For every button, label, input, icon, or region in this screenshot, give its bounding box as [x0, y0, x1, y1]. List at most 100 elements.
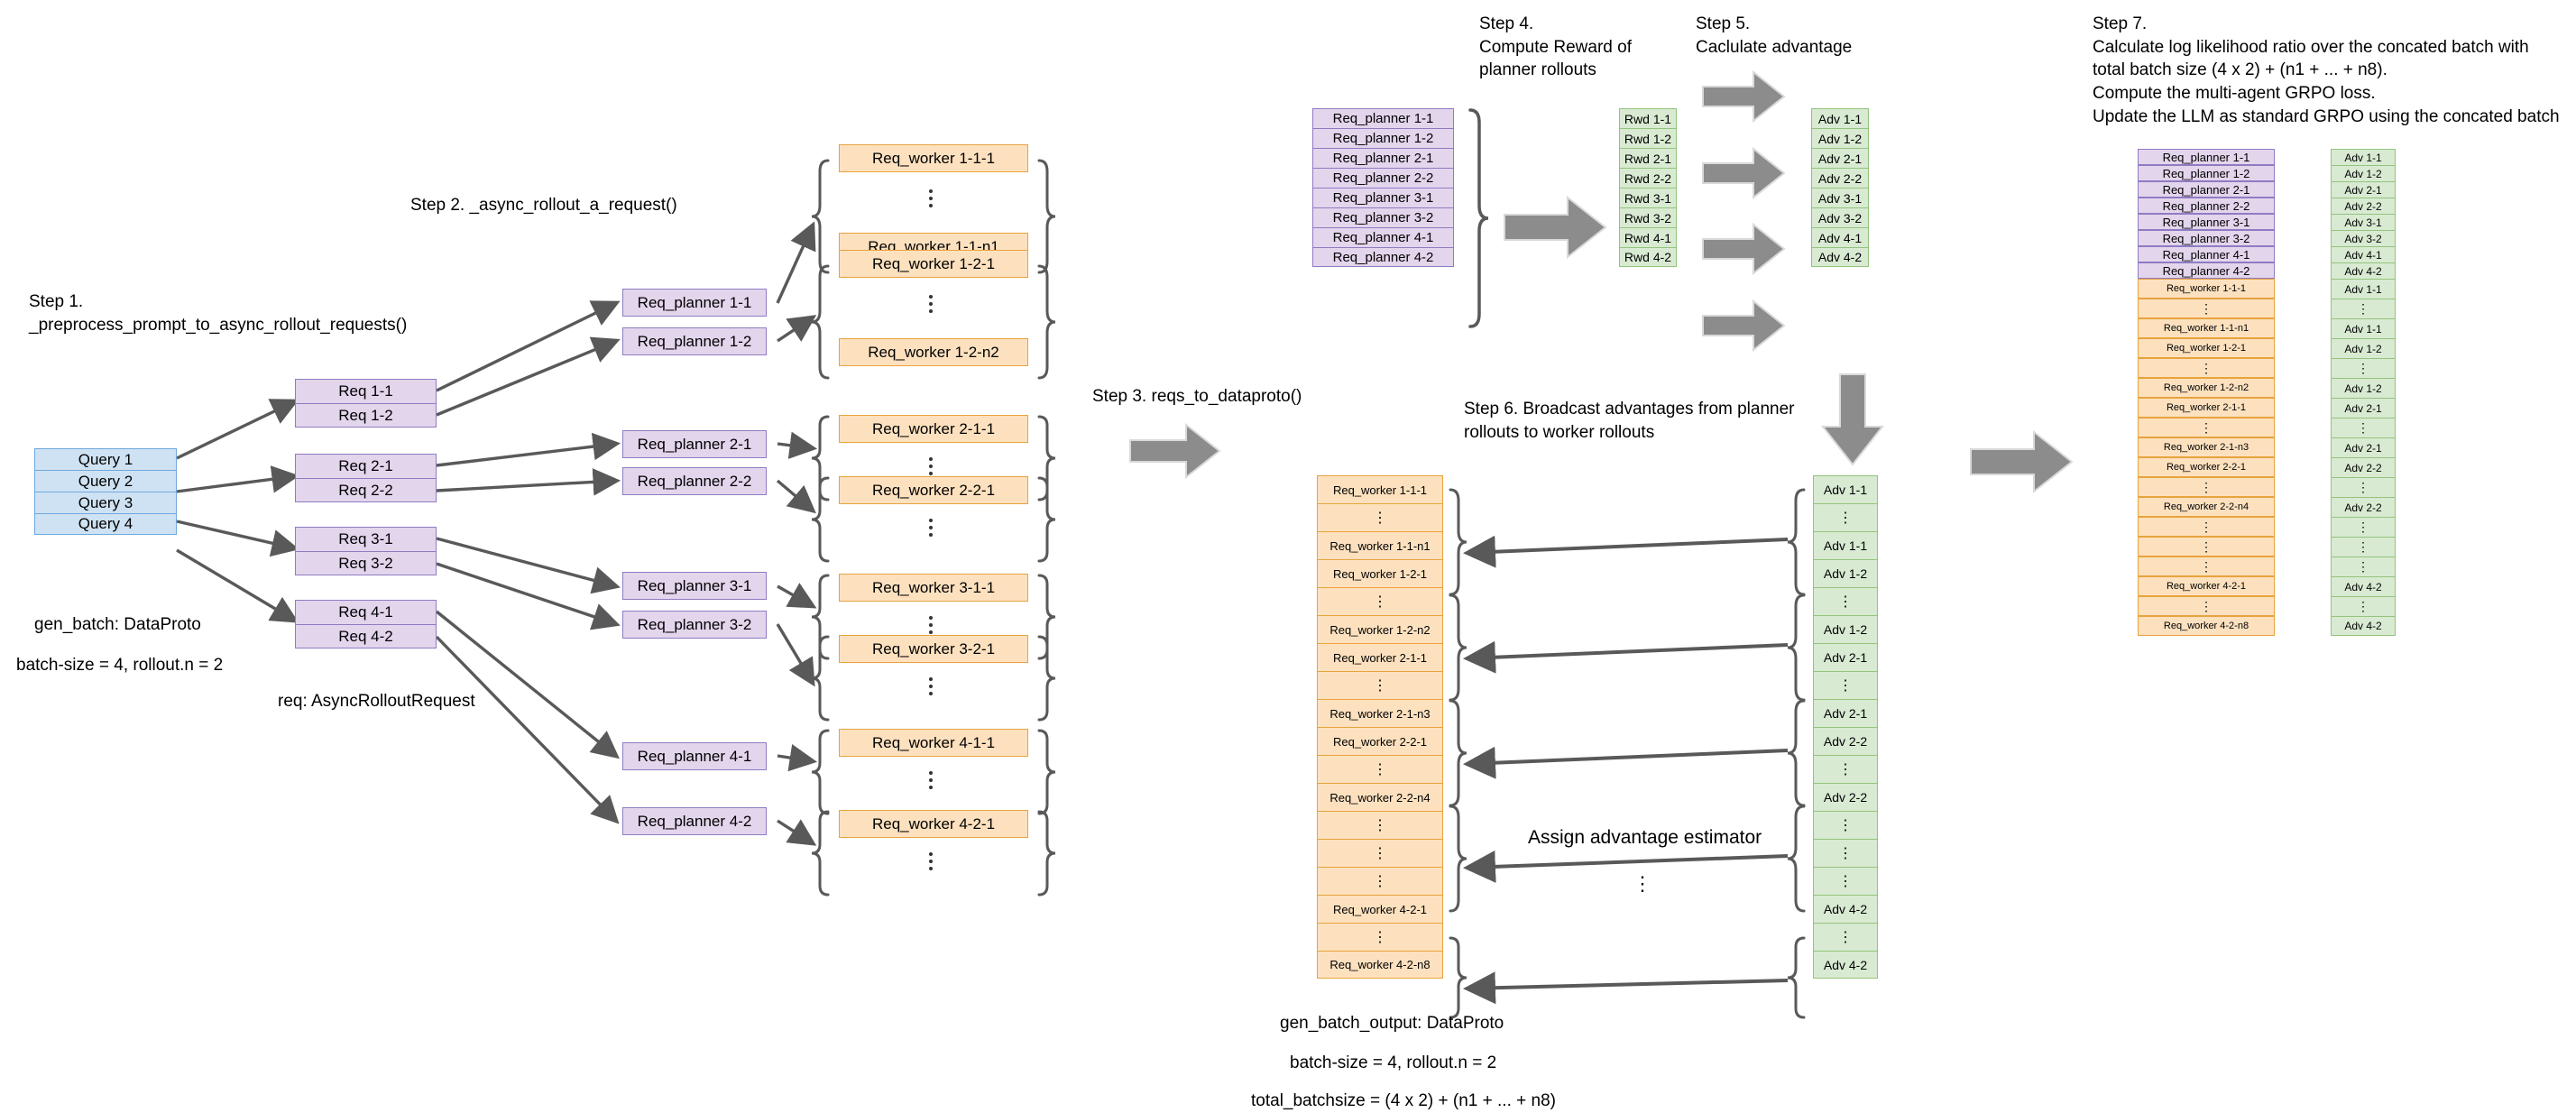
advantage-cell[interactable]: Adv 4-1 — [2331, 246, 2396, 262]
reward-cell[interactable]: Rwd 1-1 — [1619, 108, 1677, 128]
query-cell[interactable]: Query 2 — [34, 470, 177, 492]
worker-cell[interactable]: Req_worker 1-2-n2 — [2138, 378, 2275, 398]
reward-cell[interactable]: Rwd 4-1 — [1619, 227, 1677, 247]
advantage-cell[interactable]: Adv 3-2 — [1811, 207, 1869, 227]
advantage-cell[interactable]: Adv 4-2 — [1811, 247, 1869, 267]
worker-cell[interactable]: Req_worker 1-2-1 — [1317, 559, 1443, 587]
planner-cell[interactable]: Req_planner 2-2 — [2138, 198, 2275, 214]
reward-cell[interactable]: Rwd 4-2 — [1619, 247, 1677, 267]
advantage-cell[interactable]: Adv 2-2 — [2331, 497, 2396, 517]
worker-cell[interactable]: Req_worker 1-1-1 — [2138, 279, 2275, 299]
worker-box[interactable]: Req_worker 2-2-1 — [839, 476, 1028, 504]
worker-cell[interactable]: Req_worker 2-2-n4 — [1317, 783, 1443, 811]
advantage-cell[interactable]: Adv 1-2 — [2331, 165, 2396, 181]
advantage-cell[interactable]: Adv 4-2 — [2331, 262, 2396, 279]
planner-box[interactable]: Req_planner 1-1 — [622, 289, 767, 317]
planner-cell[interactable]: Req_planner 2-1 — [1312, 148, 1454, 168]
planner-box[interactable]: Req_planner 2-1 — [622, 430, 767, 458]
reward-cell[interactable]: Rwd 3-2 — [1619, 207, 1677, 227]
query-cell[interactable]: Query 3 — [34, 492, 177, 513]
advantage-cell[interactable]: Adv 1-1 — [1811, 108, 1869, 128]
worker-cell[interactable]: Req_worker 1-1-n1 — [1317, 531, 1443, 559]
req-cell[interactable]: Req 3-2 — [295, 551, 437, 575]
planner-cell[interactable]: Req_planner 3-1 — [2138, 214, 2275, 230]
planner-cell[interactable]: Req_planner 3-2 — [2138, 230, 2275, 246]
planner-cell[interactable]: Req_planner 3-1 — [1312, 188, 1454, 207]
advantage-cell[interactable]: Adv 1-2 — [1811, 128, 1869, 148]
advantage-cell[interactable]: Adv 2-1 — [1813, 643, 1878, 671]
req-cell[interactable]: Req 4-2 — [295, 624, 437, 648]
reward-cell[interactable]: Rwd 3-1 — [1619, 188, 1677, 207]
advantage-cell[interactable]: Adv 3-2 — [2331, 230, 2396, 246]
advantage-cell[interactable]: Adv 1-2 — [2331, 338, 2396, 358]
worker-cell[interactable]: Req_worker 2-1-1 — [1317, 643, 1443, 671]
advantage-cell[interactable]: Adv 1-1 — [1813, 475, 1878, 503]
advantage-cell[interactable]: Adv 1-2 — [2331, 378, 2396, 398]
advantage-cell[interactable]: Adv 3-1 — [2331, 214, 2396, 230]
advantage-cell[interactable]: Adv 1-1 — [2331, 149, 2396, 165]
advantage-cell[interactable]: Adv 4-2 — [1813, 951, 1878, 979]
advantage-cell[interactable]: Adv 4-2 — [2331, 576, 2396, 596]
req-cell[interactable]: Req 4-1 — [295, 600, 437, 624]
worker-cell[interactable]: Req_worker 2-1-1 — [2138, 398, 2275, 418]
worker-cell[interactable]: Req_worker 2-2-1 — [2138, 457, 2275, 477]
planner-cell[interactable]: Req_planner 3-2 — [1312, 207, 1454, 227]
advantage-cell[interactable]: Adv 2-2 — [2331, 457, 2396, 477]
worker-box[interactable]: Req_worker 1-1-1 — [839, 144, 1028, 172]
worker-cell[interactable]: Req_worker 1-2-n2 — [1317, 615, 1443, 643]
advantage-cell[interactable]: Adv 2-1 — [1811, 148, 1869, 168]
planner-cell[interactable]: Req_planner 4-2 — [2138, 262, 2275, 279]
planner-cell[interactable]: Req_planner 4-1 — [1312, 227, 1454, 247]
reward-cell[interactable]: Rwd 1-2 — [1619, 128, 1677, 148]
planner-cell[interactable]: Req_planner 2-1 — [2138, 181, 2275, 198]
advantage-cell[interactable]: Adv 2-1 — [1813, 699, 1878, 727]
advantage-cell[interactable]: Adv 1-2 — [1813, 559, 1878, 587]
planner-cell[interactable]: Req_planner 1-1 — [2138, 149, 2275, 165]
advantage-cell[interactable]: Adv 4-2 — [1813, 895, 1878, 923]
worker-cell[interactable]: Req_worker 2-1-n3 — [1317, 699, 1443, 727]
planner-cell[interactable]: Req_planner 2-2 — [1312, 168, 1454, 188]
req-cell[interactable]: Req 1-1 — [295, 379, 437, 403]
worker-box[interactable]: Req_worker 3-2-1 — [839, 635, 1028, 663]
advantage-cell[interactable]: Adv 1-1 — [2331, 318, 2396, 338]
advantage-cell[interactable]: Adv 2-1 — [2331, 398, 2396, 418]
planner-cell[interactable]: Req_planner 1-2 — [1312, 128, 1454, 148]
worker-box[interactable]: Req_worker 4-1-1 — [839, 729, 1028, 757]
worker-cell[interactable]: Req_worker 2-2-1 — [1317, 727, 1443, 755]
worker-box[interactable]: Req_worker 2-1-1 — [839, 415, 1028, 443]
planner-box[interactable]: Req_planner 3-2 — [622, 611, 767, 639]
worker-cell[interactable]: Req_worker 2-1-n3 — [2138, 437, 2275, 457]
req-cell[interactable]: Req 3-1 — [295, 527, 437, 551]
worker-cell[interactable]: Req_worker 4-2-n8 — [1317, 951, 1443, 979]
reward-cell[interactable]: Rwd 2-2 — [1619, 168, 1677, 188]
advantage-cell[interactable]: Adv 4-1 — [1811, 227, 1869, 247]
worker-box[interactable]: Req_worker 1-2-n2 — [839, 338, 1028, 366]
req-cell[interactable]: Req 1-2 — [295, 403, 437, 428]
worker-box[interactable]: Req_worker 1-2-1 — [839, 250, 1028, 278]
query-cell[interactable]: Query 4 — [34, 513, 177, 535]
advantage-cell[interactable]: Adv 1-1 — [2331, 279, 2396, 299]
req-cell[interactable]: Req 2-2 — [295, 478, 437, 502]
planner-cell[interactable]: Req_planner 4-1 — [2138, 246, 2275, 262]
advantage-cell[interactable]: Adv 2-2 — [2331, 198, 2396, 214]
planner-box[interactable]: Req_planner 4-1 — [622, 742, 767, 770]
planner-box[interactable]: Req_planner 1-2 — [622, 327, 767, 355]
advantage-cell[interactable]: Adv 3-1 — [1811, 188, 1869, 207]
worker-cell[interactable]: Req_worker 1-1-1 — [1317, 475, 1443, 503]
worker-box[interactable]: Req_worker 3-1-1 — [839, 574, 1028, 602]
advantage-cell[interactable]: Adv 2-2 — [1813, 727, 1878, 755]
query-cell[interactable]: Query 1 — [34, 448, 177, 470]
planner-box[interactable]: Req_planner 2-2 — [622, 467, 767, 495]
advantage-cell[interactable]: Adv 2-2 — [1811, 168, 1869, 188]
planner-cell[interactable]: Req_planner 1-1 — [1312, 108, 1454, 128]
advantage-cell[interactable]: Adv 1-1 — [1813, 531, 1878, 559]
advantage-cell[interactable]: Adv 4-2 — [2331, 616, 2396, 636]
worker-cell[interactable]: Req_worker 4-2-n8 — [2138, 616, 2275, 636]
planner-box[interactable]: Req_planner 3-1 — [622, 572, 767, 600]
worker-cell[interactable]: Req_worker 1-2-1 — [2138, 338, 2275, 358]
reward-cell[interactable]: Rwd 2-1 — [1619, 148, 1677, 168]
req-cell[interactable]: Req 2-1 — [295, 454, 437, 478]
worker-cell[interactable]: Req_worker 4-2-1 — [2138, 576, 2275, 596]
worker-box[interactable]: Req_worker 4-2-1 — [839, 810, 1028, 838]
worker-cell[interactable]: Req_worker 4-2-1 — [1317, 895, 1443, 923]
